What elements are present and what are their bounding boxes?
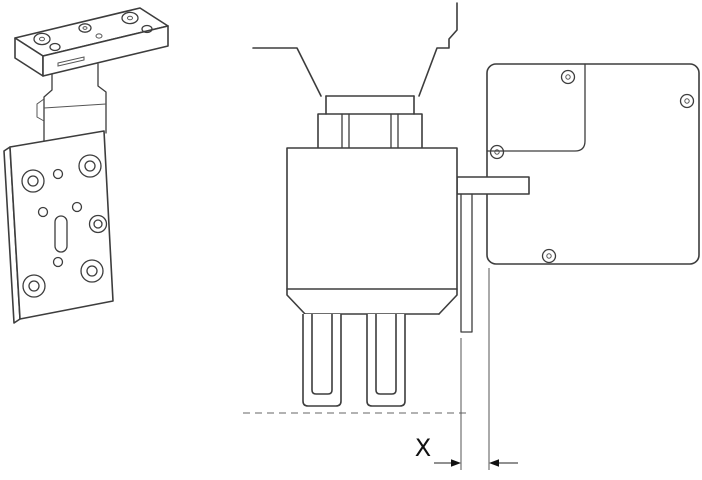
screw-head xyxy=(78,23,92,33)
taper-left xyxy=(286,288,306,315)
counterbore-hole-inner xyxy=(93,219,103,229)
finger-left-slot xyxy=(311,314,333,395)
dimension-arrow-left-icon xyxy=(489,459,499,467)
screw-center xyxy=(39,36,45,42)
slot-hole xyxy=(54,215,68,253)
finger-right-slot xyxy=(375,314,397,395)
mounting-holes xyxy=(21,154,108,298)
counterbore-hole xyxy=(88,214,108,234)
screw-center xyxy=(546,253,552,259)
frame-edge-right xyxy=(418,2,458,97)
mounting-tab xyxy=(456,176,530,195)
dimension-x: X xyxy=(415,268,518,470)
screw-center xyxy=(82,26,88,30)
counterbore-hole xyxy=(21,169,45,193)
actuator-body xyxy=(286,147,458,290)
taper-right xyxy=(438,288,458,315)
tool-holder xyxy=(317,95,423,149)
plate-front-face xyxy=(42,25,169,77)
screw-center xyxy=(565,74,571,80)
dimension-label: X xyxy=(415,434,431,462)
screw-head xyxy=(541,248,557,264)
screw-head xyxy=(121,11,139,25)
screw-head xyxy=(489,144,505,160)
screw-head xyxy=(679,93,695,109)
small-hole xyxy=(37,206,49,218)
counterbore-hole-inner xyxy=(86,265,98,277)
holder-clamp-lines xyxy=(341,113,399,149)
gripper-fingers xyxy=(286,288,458,407)
bracket-hook-edge xyxy=(36,98,45,122)
counterbore-hole xyxy=(80,259,104,283)
counterbore-hole-inner xyxy=(27,175,39,187)
dowel-hole xyxy=(95,33,103,39)
counterbore-hole xyxy=(22,274,46,298)
counterbore-hole-inner xyxy=(28,280,40,292)
dimension-arrow-right-icon xyxy=(451,459,461,467)
module-screws xyxy=(489,69,695,264)
screw-head xyxy=(560,69,576,85)
module-cover-seam xyxy=(486,63,586,152)
mounting-plate xyxy=(14,7,169,77)
screw-center xyxy=(494,149,500,155)
screw-center xyxy=(127,15,133,21)
bracket-right-edge xyxy=(97,63,107,134)
angle-bracket xyxy=(36,63,107,143)
holder-body xyxy=(317,113,423,149)
plate-edge-slot xyxy=(57,56,85,67)
frame-edge-left xyxy=(252,47,322,97)
adapter-plate xyxy=(3,130,114,324)
screw-head xyxy=(141,24,153,34)
sensor-module xyxy=(486,63,700,265)
holder-neck-sides xyxy=(325,95,415,115)
counterbore-hole-inner xyxy=(84,160,96,172)
small-hole xyxy=(52,168,64,180)
module-housing xyxy=(486,63,700,265)
screw-head xyxy=(49,42,61,52)
isometric-view xyxy=(3,7,169,324)
bracket-step-line xyxy=(43,103,107,109)
bracket-strip xyxy=(460,193,473,333)
adapter-plate-face xyxy=(9,130,114,320)
counterbore-hole xyxy=(78,154,102,178)
plate-screws xyxy=(33,11,153,52)
screw-center xyxy=(684,98,690,104)
side-view: X xyxy=(243,2,700,470)
small-hole xyxy=(71,201,83,213)
small-hole xyxy=(52,256,64,268)
screw-head xyxy=(33,32,51,46)
bracket-left-edge xyxy=(43,71,53,143)
bracket-strip-edges xyxy=(460,193,473,333)
